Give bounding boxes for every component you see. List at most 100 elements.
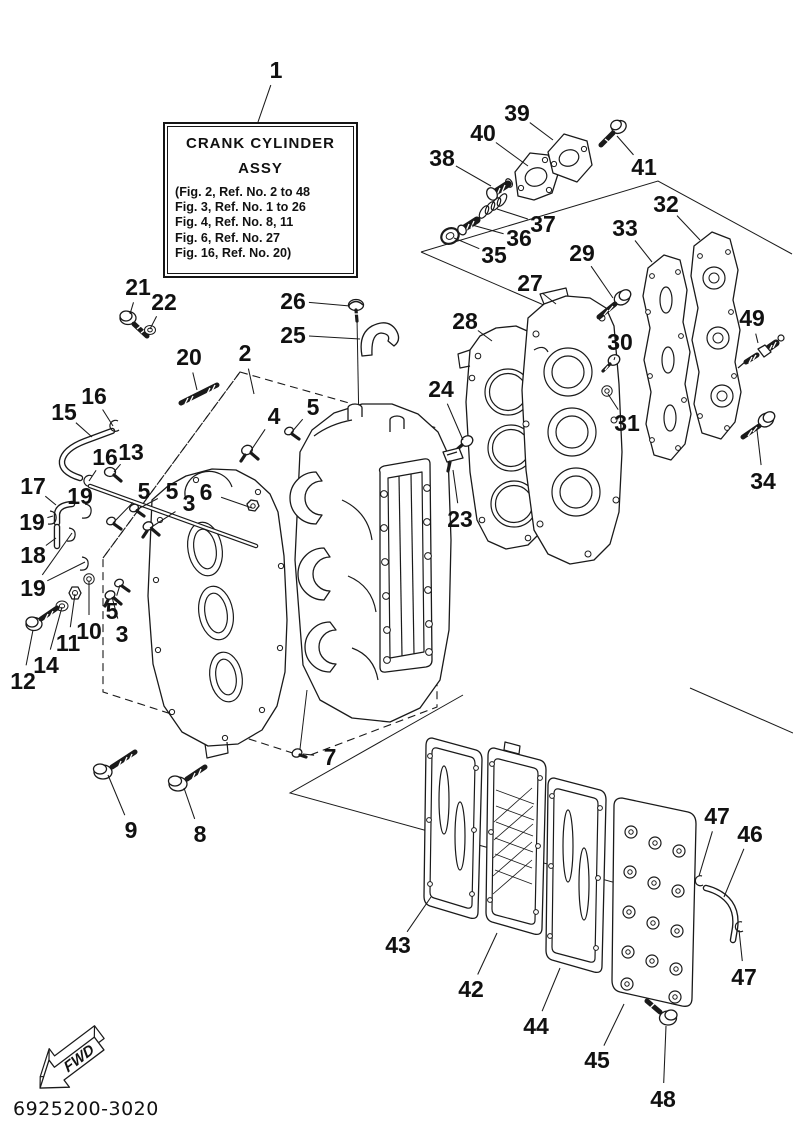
- callout-28: 28: [452, 308, 478, 334]
- leader-line: [477, 330, 493, 342]
- assy-ref-line: (Fig. 2, Ref. No. 2 to 48: [175, 185, 311, 199]
- callout-38: 38: [429, 145, 455, 171]
- part-bolt-8: [167, 764, 208, 792]
- callout-5: 5: [307, 394, 320, 420]
- callout-19: 19: [19, 509, 45, 535]
- leader-line: [542, 292, 557, 305]
- callout-41: 41: [631, 154, 657, 180]
- leader-line: [102, 409, 114, 427]
- leader-line: [446, 403, 464, 441]
- leader-line: [590, 265, 614, 299]
- callout-45: 45: [584, 1047, 610, 1073]
- part-nut-11: [68, 586, 82, 600]
- callout-9: 9: [125, 817, 138, 843]
- callout-48: 48: [650, 1086, 676, 1112]
- assy-ref-line: Fig. 6, Ref. No. 27: [175, 230, 280, 245]
- part-cylinder-block: [289, 403, 452, 723]
- part-bolt-21: [119, 310, 150, 339]
- part-fitting-38: [485, 178, 513, 201]
- callout-29: 29: [569, 240, 595, 266]
- callout-12: 12: [10, 668, 36, 694]
- leader-line: [471, 224, 504, 235]
- leader-line: [603, 1003, 625, 1046]
- callout-49: 49: [739, 305, 765, 331]
- callout-5: 5: [166, 478, 179, 504]
- part-washer-22: [144, 325, 156, 335]
- leader-line: [69, 593, 76, 628]
- callout-3: 3: [183, 490, 196, 516]
- part-inner-cover-42: [485, 741, 547, 936]
- part-cylinder-head-27: [521, 287, 623, 565]
- leader-line: [149, 511, 176, 529]
- part-valve-36: [457, 216, 481, 236]
- leader-line: [302, 753, 315, 756]
- callout-26: 26: [280, 288, 306, 314]
- part-washer-10: [83, 573, 95, 585]
- part-seal-35: [440, 227, 460, 245]
- assy-title-line2: ASSY: [238, 160, 283, 177]
- leader-line: [47, 561, 86, 582]
- leader-line: [107, 774, 126, 816]
- part-clip-19a: [81, 503, 92, 519]
- part-outer-cover-45: [611, 797, 697, 1007]
- part-bolt-12: [25, 605, 60, 632]
- fwd-arrow: FWD: [39, 1025, 105, 1089]
- callout-36: 36: [506, 225, 532, 251]
- callout-22: 22: [151, 289, 177, 315]
- callout-47: 47: [731, 964, 757, 990]
- part-clip-47b: [734, 921, 744, 933]
- callout-42: 42: [458, 976, 484, 1002]
- part-plug-7: [291, 748, 308, 759]
- leader-line: [406, 896, 432, 933]
- leader-line: [88, 470, 97, 482]
- part-crankcase-half: [147, 468, 288, 759]
- part-pipe-17: [53, 500, 76, 527]
- callout-23: 23: [447, 506, 473, 532]
- leader-line: [453, 237, 480, 250]
- leader-line: [135, 498, 159, 511]
- leader-line: [698, 831, 713, 877]
- leader-line: [41, 532, 73, 576]
- callout-37: 37: [530, 211, 556, 237]
- part-bracket-25: [360, 322, 400, 357]
- leader-line: [113, 463, 122, 473]
- callout-14: 14: [33, 652, 59, 678]
- leader-line: [723, 848, 745, 898]
- part-plug-5d: [113, 578, 131, 593]
- leader-line: [496, 208, 528, 220]
- leader-line: [308, 301, 351, 307]
- callout-27: 27: [517, 270, 543, 296]
- callout-15: 15: [51, 399, 77, 425]
- callout-33: 33: [612, 215, 638, 241]
- part-pipe-15: [58, 427, 116, 482]
- part-bolt-41: [598, 119, 627, 148]
- leader-line: [613, 357, 616, 361]
- callout-43: 43: [385, 932, 411, 958]
- leader-line: [676, 215, 701, 241]
- callout-13: 13: [118, 439, 144, 465]
- assy-ref-list: (Fig. 2, Ref. No. 2 to 48 Fig. 3, Ref. N…: [168, 185, 353, 261]
- callout-16: 16: [81, 383, 107, 409]
- part-clip-16a: [109, 419, 120, 432]
- assy-box-inner: CRANK CYLINDER ASSY (Fig. 2, Ref. No. 2 …: [167, 126, 354, 274]
- part-bolt-13: [103, 466, 123, 483]
- part-fitting-4: [239, 444, 260, 463]
- leader-line: [129, 302, 135, 315]
- callout-44: 44: [523, 1013, 549, 1039]
- leader-line: [183, 787, 196, 820]
- callout-39: 39: [504, 100, 530, 126]
- leader-line: [45, 537, 57, 546]
- assy-ref-line: Fig. 4, Ref. No. 8, 11: [175, 215, 294, 230]
- callout-4: 4: [268, 403, 281, 429]
- drawing-number: 6925200-3020: [13, 1098, 159, 1120]
- part-bolt-26: [347, 298, 365, 323]
- leader-line: [247, 368, 255, 395]
- part-bolt-29: [596, 289, 632, 320]
- leader-line: [607, 393, 619, 410]
- leader-line: [634, 240, 653, 263]
- leader-line: [541, 967, 561, 1012]
- leader-line: [738, 929, 743, 962]
- part-plug-5b: [128, 503, 146, 518]
